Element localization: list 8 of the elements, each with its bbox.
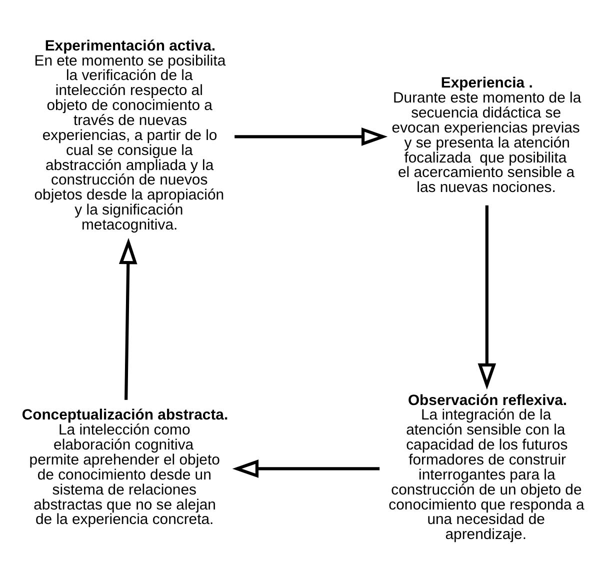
arrow — [478, 204, 496, 390]
node-text: Observación reflexiva. La integración de la atención sensible con la capacidad de los futuros formadores de construir interrogantes para la construcción de un objeto de conocimiento que responda a una necesidad de aprendizaje. — [388, 391, 584, 543]
arrow — [232, 459, 380, 478]
node-text: Experimentación activa. En ete momento se posibilita la verificación de la intelección respecto al objeto de conocimiento a través de nuevas experiencias, a partir de lo cual se consigue la abstracción ampliada y la construcción de nuevos objetos desde la apropiación y la significación metacognitiva. — [34, 36, 226, 233]
arrow — [118, 237, 138, 400]
node-text: Conceptualización abstracta. La intelección como elaboración cognitiva permite aprehender el objeto de conocimiento desde un sistema de relaciones abstractas que no se alejan de la experiencia concreta. — [22, 406, 228, 528]
arrow — [234, 127, 388, 146]
node-text: Experiencia . Durante este momento de la secuencia didáctica se evocan experiencias previas y se presenta la atención focalizada que posibilita el acercamiento sensible a las nuevas nociones. — [392, 74, 582, 196]
